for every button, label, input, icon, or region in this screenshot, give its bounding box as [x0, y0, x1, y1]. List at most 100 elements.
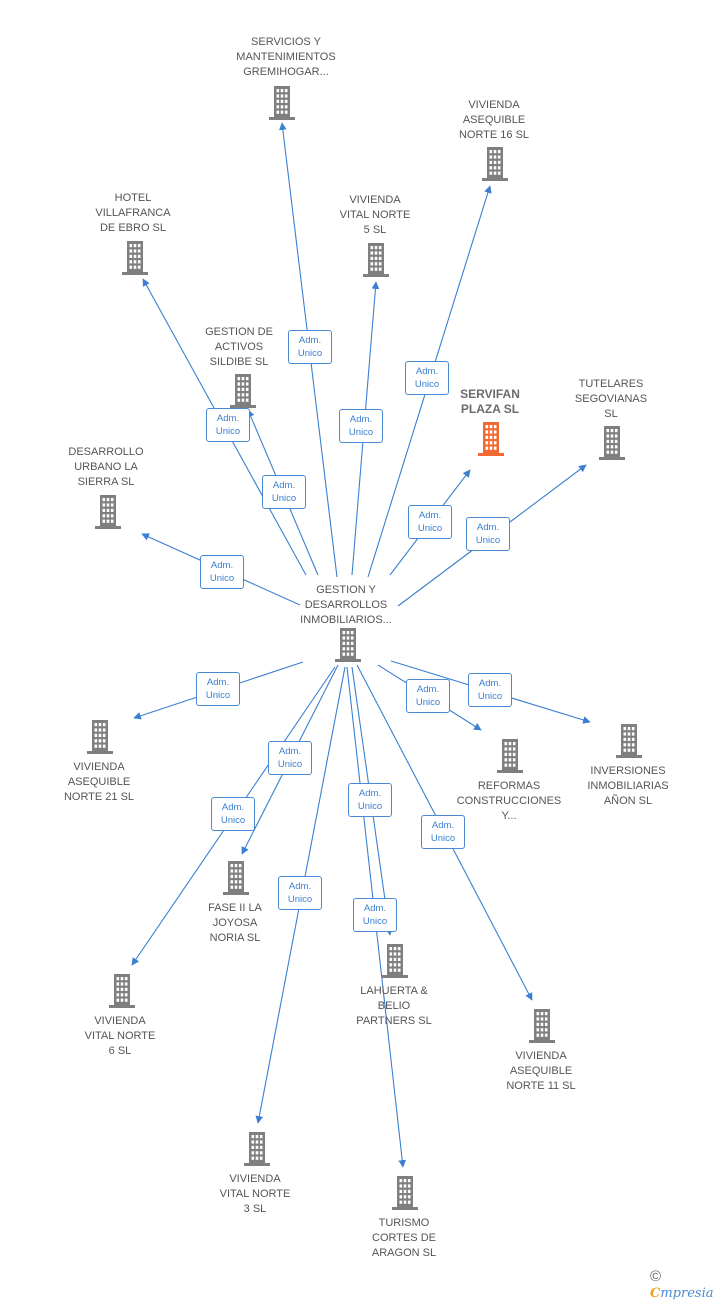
edge-label-viv-vital-3[interactable]: Adm. Unico: [278, 876, 322, 910]
edge-label-servifan[interactable]: Adm. Unico: [408, 505, 452, 539]
node-label-line: SERVIFAN: [460, 387, 520, 401]
node-label-line: 6 SL: [108, 1045, 132, 1057]
edge-label-text: Adm.: [272, 480, 296, 491]
edge-label-text: Unico: [415, 697, 441, 708]
edge-label-viv-norte-11[interactable]: Adm.Unico: [421, 815, 465, 849]
edge-label-hotel-villafranca[interactable]: Adm.Unico: [206, 408, 250, 442]
empresia-logo: © Cmpresia: [650, 1268, 728, 1301]
node-label-line: SERVICIOS Y: [251, 36, 321, 48]
edge-label-reformas[interactable]: Adm. Unico: [406, 679, 450, 713]
edge-label-tutelares[interactable]: Adm.Unico: [466, 517, 510, 551]
edge-label-inversiones[interactable]: Adm.Unico: [468, 673, 512, 707]
building-icon: [482, 147, 508, 181]
node-label-line: VITAL NORTE: [219, 1188, 291, 1200]
edge-label-text: Unico: [287, 894, 313, 905]
building-icon: [230, 374, 256, 408]
edge-label-servicios[interactable]: Adm.Unico: [288, 330, 332, 364]
node-label-line: DE EBRO SL: [99, 222, 167, 234]
edge-label-viv-vital-5[interactable]: Adm. Unico: [339, 409, 383, 443]
node-label-line: VILLAFRANCA: [95, 207, 171, 219]
edge-label-text: Adm.: [418, 510, 442, 521]
building-icon: [363, 243, 389, 277]
edge-label-gestion-sildibe[interactable]: Adm.Unico: [262, 475, 306, 509]
node-label-line: VIVIENDA: [94, 1015, 146, 1027]
node-label-line: NORTE 21 SL: [63, 791, 135, 803]
node-label-line: NORTE 11 SL: [506, 1080, 576, 1092]
edge-label-text: Unico: [215, 426, 241, 437]
node-label-line: VITAL NORTE: [339, 209, 411, 221]
node-label-line: AÑON SL: [603, 795, 653, 807]
edge-label-text: Adm.: [431, 820, 455, 831]
node-label-line: VIVIENDA: [468, 99, 520, 111]
edge-label-text: Unico: [205, 690, 231, 701]
node-label-line: CORTES DE: [372, 1232, 436, 1244]
edge-label-fase-ii[interactable]: Adm.Unico: [268, 741, 312, 775]
edge-label-text: Unico: [362, 916, 388, 927]
node-label-line: SEGOVIANAS: [574, 393, 648, 405]
node-label-line: ASEQUIBLE: [67, 776, 131, 788]
edge-label-text: Unico: [209, 573, 235, 584]
edge-label-text: Unico: [475, 535, 501, 546]
edge-label-text: Adm.: [349, 414, 373, 425]
edge-label-viv-norte-21[interactable]: Adm.Unico: [196, 672, 240, 706]
node-label-line: Y...: [501, 810, 517, 822]
company-label-inversiones[interactable]: INVERSIONES INMOBILIARIAS AÑON SL: [558, 764, 698, 809]
edge-label-text: Adm.: [363, 903, 387, 914]
node-label-line: BELIO: [377, 1000, 411, 1012]
edge-label-text: Adm.: [416, 684, 440, 695]
edge-label-text: Unico: [417, 523, 443, 534]
edge-label-text: Adm.: [415, 366, 439, 377]
node-label-line: REFORMAS: [477, 780, 541, 792]
building-icon: [392, 1176, 418, 1210]
edge-label-text: Adm.: [278, 746, 302, 757]
building-icon: [599, 426, 625, 460]
node-label-line: INMOBILIARIAS: [587, 780, 669, 792]
node-label-line: TUTELARES: [578, 378, 644, 390]
node-label-line: DESARROLLOS: [304, 599, 388, 611]
building-icon: [95, 495, 121, 529]
edge-label-viv-vital-6[interactable]: Adm.Unico: [211, 797, 255, 831]
edge-label-text: Unico: [477, 691, 503, 702]
node-label-line: LAHUERTA &: [360, 985, 428, 997]
building-icon: [269, 86, 295, 120]
edge-label-text: Unico: [357, 801, 383, 812]
edge-label-turismo[interactable]: Adm. Unico: [353, 898, 397, 932]
edge-label-text: Adm.: [358, 788, 382, 799]
node-label-line: VIVIENDA: [349, 194, 401, 206]
building-icon: [497, 739, 523, 773]
node-label-line: SIERRA SL: [77, 476, 135, 488]
node-label-line: GREMIHOGAR...: [243, 66, 329, 78]
node-label-line: GESTION DE: [205, 326, 273, 338]
edge-label-text: Adm.: [210, 560, 234, 571]
edge-label-desarrollo-sierra[interactable]: Adm. Unico: [200, 555, 244, 589]
edge-label-text: Unico: [348, 427, 374, 438]
node-label-line: FASE II LA: [208, 902, 262, 914]
node-label-line: INVERSIONES: [590, 765, 666, 777]
node-label-line: 3 SL: [243, 1203, 267, 1215]
node-label-line: VIVIENDA: [73, 761, 125, 773]
edge-label-text: Adm.: [221, 802, 245, 813]
edge-label-lahuerta[interactable]: Adm. Unico: [348, 783, 392, 817]
company-label-viv-norte-21[interactable]: VIVIENDA ASEQUIBLE NORTE 21 SL: [29, 760, 169, 805]
node-label-line: INMOBILIARIOS...: [300, 614, 392, 626]
brand-first-letter: C: [650, 1286, 661, 1301]
edge-label-text: Adm.: [288, 881, 312, 892]
node-label-line: DESARROLLO: [68, 446, 144, 458]
edge-label-viv-norte-16[interactable]: Adm.Unico: [405, 361, 449, 395]
